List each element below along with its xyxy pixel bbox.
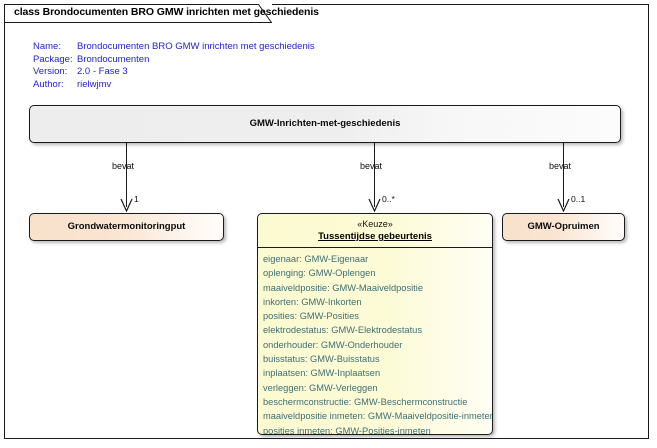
attribute-list: eigenaar: GMW-Eigenaar oplenging: GMW-Opl… bbox=[258, 248, 493, 435]
attribute-item: inplaatsen: GMW-Inplaatsen bbox=[263, 368, 381, 379]
metadata-row-author: Author: rielwjmv bbox=[33, 79, 315, 92]
class-name-label: GMW-Inrichten-met-geschiedenis bbox=[249, 118, 401, 129]
multiplicity-label-3: 0..1 bbox=[571, 194, 586, 204]
attribute-item: posities inmeten: GMW-Posities-inmeten bbox=[263, 425, 431, 435]
stereotype-label: «Keuze» bbox=[357, 219, 393, 229]
association-line-1 bbox=[126, 143, 127, 207]
arrow-head-1 bbox=[120, 198, 133, 212]
class-box-gmw-inrichten-met-geschiedenis[interactable]: GMW-Inrichten-met-geschiedenis bbox=[29, 105, 621, 143]
attribute-item: verleggen: GMW-Verleggen bbox=[263, 382, 378, 393]
association-label-1: bevat bbox=[112, 161, 135, 171]
class-box-gmw-opruimen[interactable]: GMW-Opruimen bbox=[502, 213, 625, 241]
multiplicity-label-2: 0..* bbox=[382, 194, 395, 204]
metadata-key: Package: bbox=[33, 53, 73, 65]
metadata-key: Author: bbox=[33, 78, 64, 90]
association-label-3: bevat bbox=[549, 161, 572, 171]
association-line-2 bbox=[374, 143, 375, 207]
metadata-value: Brondocumenten bbox=[77, 53, 150, 65]
metadata-value: 2.0 - Fase 3 bbox=[77, 66, 128, 78]
class-box-grondwatermonitoringput[interactable]: Grondwatermonitoringput bbox=[29, 213, 224, 241]
attribute-item: maaiveldpositie inmeten: GMW-Maaiveldpos… bbox=[263, 411, 493, 422]
association-label-2: bevat bbox=[360, 161, 383, 171]
arrow-head-3 bbox=[557, 198, 570, 212]
association-line-3 bbox=[563, 143, 564, 207]
attribute-item: beschermconstructie: GMW-Beschermconstru… bbox=[263, 396, 468, 407]
attribute-item: inkorten: GMW-Inkorten bbox=[263, 296, 362, 307]
metadata-key: Version: bbox=[33, 66, 68, 78]
attribute-item: eigenaar: GMW-Eigenaar bbox=[263, 254, 369, 264]
attribute-item: oplenging: GMW-Oplengen bbox=[263, 268, 376, 279]
class-box-tussentijdse-gebeurtenis[interactable]: «Keuze» Tussentijdse gebeurtenis eigenaa… bbox=[257, 213, 493, 435]
metadata-value: rielwjmv bbox=[77, 78, 112, 90]
multiplicity-label-1: 1 bbox=[134, 194, 139, 204]
attribute-item: maaiveldpositie: GMW-Maaiveldpositie bbox=[263, 282, 424, 293]
metadata-key: Name: bbox=[33, 41, 61, 52]
title-tab-shape bbox=[4, 4, 272, 23]
class-header: «Keuze» Tussentijdse gebeurtenis bbox=[258, 214, 492, 248]
attribute-item: posities: GMW-Posities bbox=[263, 311, 359, 322]
attribute-item: onderhouder: GMW-Onderhouder bbox=[263, 339, 403, 350]
arrow-head-2 bbox=[368, 198, 381, 212]
attribute-item: buisstatus: GMW-Buisstatus bbox=[263, 354, 380, 365]
class-name-label: Grondwatermonitoringput bbox=[67, 221, 186, 232]
metadata-row-version: Version: 2.0 - Fase 3 bbox=[33, 66, 315, 79]
attribute-item: elektrodestatus: GMW-Elektrodestatus bbox=[263, 325, 422, 336]
diagram-title-tab: class Brondocumenten BRO GMW inrichten m… bbox=[4, 4, 319, 23]
metadata-value: Brondocumenten BRO GMW inrichten met ges… bbox=[77, 41, 315, 52]
class-name-label: GMW-Opruimen bbox=[527, 221, 600, 232]
class-name-label: Tussentijdse gebeurtenis bbox=[318, 231, 432, 242]
metadata-row-package: Package: Brondocumenten bbox=[33, 54, 315, 67]
diagram-title-label: class Brondocumenten BRO GMW inrichten m… bbox=[14, 6, 319, 18]
metadata-row-name: Name: Brondocumenten BRO GMW inrichten me… bbox=[33, 41, 315, 54]
diagram-metadata: Name: Brondocumenten BRO GMW inrichten me… bbox=[33, 41, 315, 91]
